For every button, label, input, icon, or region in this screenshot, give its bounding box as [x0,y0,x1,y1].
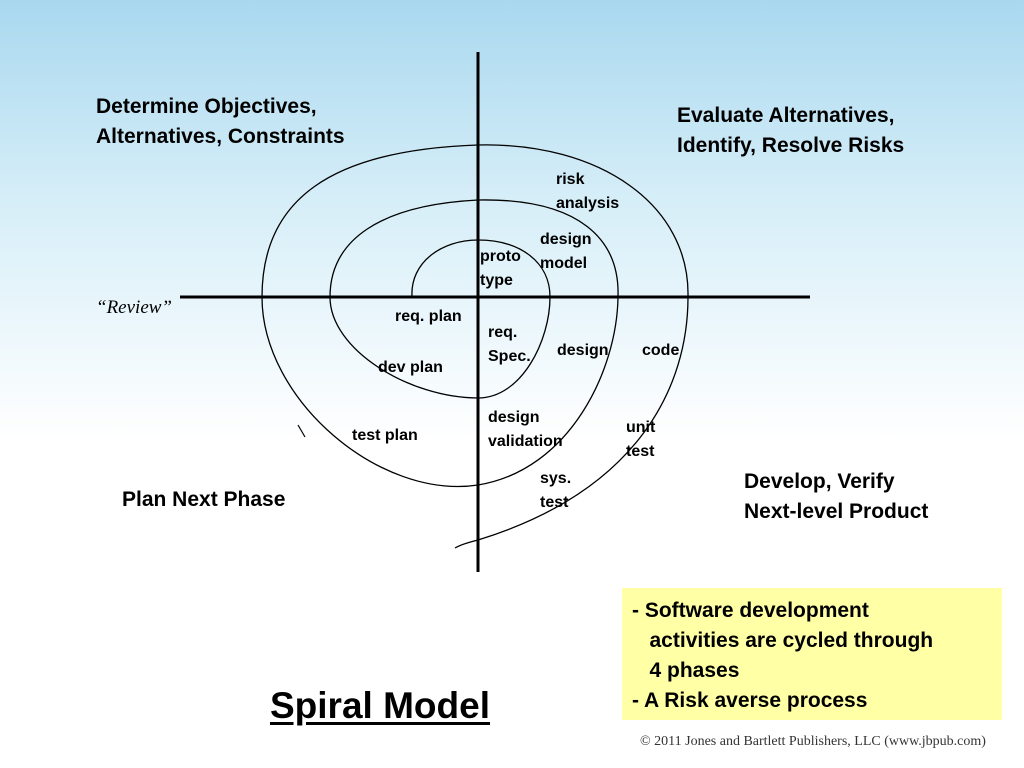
label-sys-test: sys. test [540,470,572,511]
spiral-start-tick [297,424,306,438]
quadrant-risks: Evaluate Alternatives, Identify, Resolve… [677,104,905,157]
label-req-plan: req. plan [395,308,462,325]
label-prototype: proto type [480,248,521,289]
label-code: code [642,342,680,359]
note-line-1: - Software development [632,599,869,622]
label-design-validation: design validation [488,409,563,450]
label-test-plan: test plan [352,427,418,444]
note-line-2: activities are cycled through [632,629,934,652]
label-dev-plan: dev plan [378,359,443,376]
page-title: Spiral Model [270,685,490,726]
label-req-spec: req. Spec. [488,324,531,365]
spiral-curve [261,144,689,549]
note-line-3: 4 phases [632,659,740,682]
note-line-4: - A Risk averse process [632,689,868,712]
label-risk-analysis: risk analysis [556,171,620,212]
label-design: design [557,342,609,359]
label-unit-test: unit test [626,419,656,460]
label-design-model: design model [540,231,592,272]
quadrant-plan: Plan Next Phase [122,488,286,511]
quadrant-develop: Develop, Verify Next-level Product [744,470,929,523]
quadrant-objectives: Determine Objectives, Alternatives, Cons… [96,95,345,148]
review-label: “Review” [96,297,172,318]
note-box: - Software development activities are cy… [622,588,1002,720]
copyright-text: © 2011 Jones and Bartlett Publishers, LL… [640,734,986,749]
